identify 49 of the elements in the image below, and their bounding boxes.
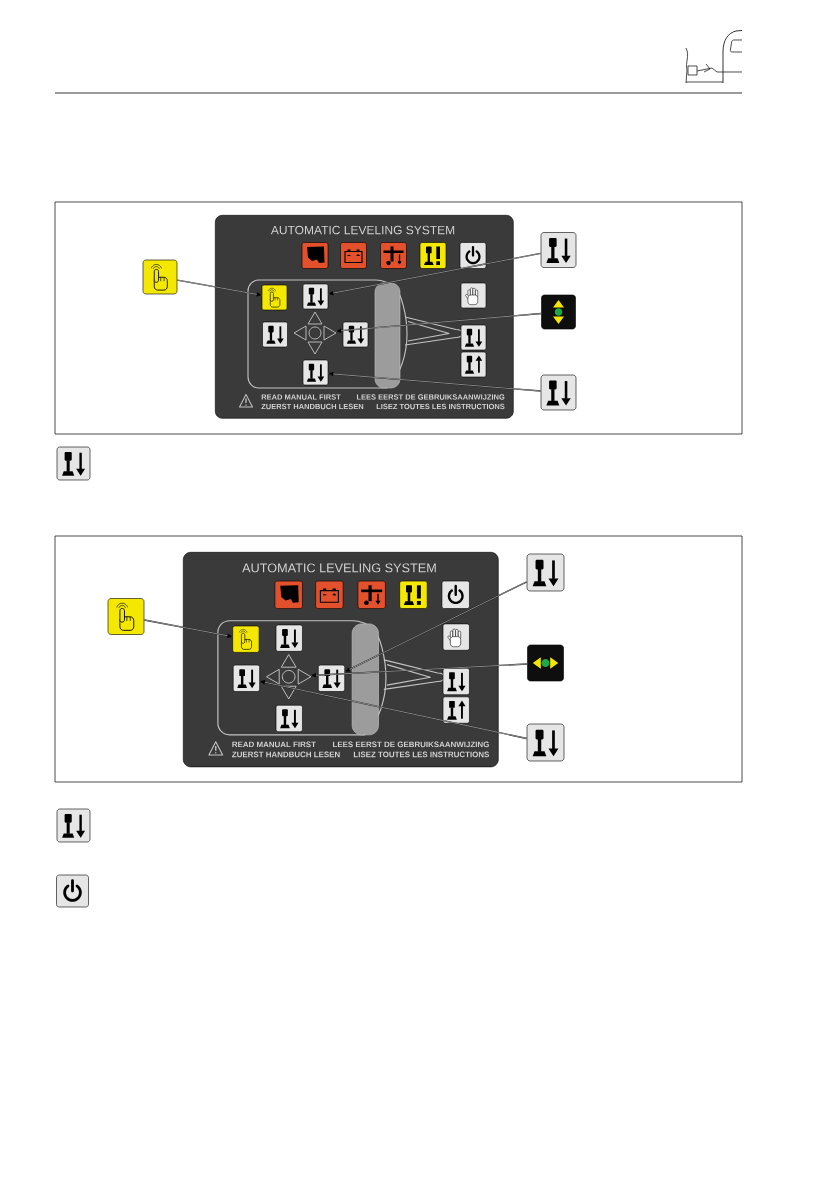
warning-light xyxy=(399,580,428,609)
warning-light xyxy=(380,242,407,269)
jack-button xyxy=(275,705,303,732)
jack-up-button xyxy=(442,696,470,724)
jack-up-button xyxy=(460,351,487,378)
panel-title: AUTOMATIC LEVELING SYSTEM xyxy=(242,563,436,573)
direction-pad xyxy=(266,654,312,700)
jack-button-icon xyxy=(56,808,91,843)
warning-light xyxy=(301,242,329,269)
power-button-icon xyxy=(56,874,89,908)
leader-line xyxy=(259,680,528,740)
jack-button xyxy=(302,283,329,310)
jack-button-icon xyxy=(56,446,91,481)
hand-button xyxy=(232,625,260,653)
warning-light xyxy=(357,580,386,609)
leader-line xyxy=(327,252,542,296)
leader-line xyxy=(143,619,234,638)
jack-button xyxy=(342,321,369,348)
jack-button xyxy=(318,664,346,692)
jack-button xyxy=(275,624,303,652)
leader-line xyxy=(344,581,528,673)
jack-button-icon xyxy=(526,553,565,592)
leader-line xyxy=(327,371,542,392)
indicator-light-icon xyxy=(541,294,576,330)
jack-button xyxy=(232,664,260,692)
jack-button-icon xyxy=(540,374,577,411)
leader-line xyxy=(335,312,542,333)
warning-light xyxy=(315,580,344,609)
direction-pad xyxy=(293,311,337,355)
indicator-light-icon xyxy=(527,644,564,682)
jack-button xyxy=(302,359,329,386)
jack-button xyxy=(460,324,487,351)
panel-title: AUTOMATIC LEVELING SYSTEM xyxy=(270,225,455,235)
hand-button-icon xyxy=(107,598,145,635)
jack-button-icon xyxy=(526,723,565,762)
power-button xyxy=(459,242,487,269)
stop-button xyxy=(460,282,487,309)
power-button xyxy=(441,580,470,609)
jack-button xyxy=(442,668,470,695)
warning-light xyxy=(340,242,367,269)
hand-button-icon xyxy=(142,259,178,295)
jack-button xyxy=(262,321,288,348)
stop-button xyxy=(442,623,470,651)
warning-light xyxy=(419,242,447,269)
leader-line xyxy=(310,663,528,678)
warning-light xyxy=(274,580,303,609)
hand-button xyxy=(261,284,288,311)
leader-line xyxy=(176,279,263,297)
jack-button-icon xyxy=(540,232,577,268)
